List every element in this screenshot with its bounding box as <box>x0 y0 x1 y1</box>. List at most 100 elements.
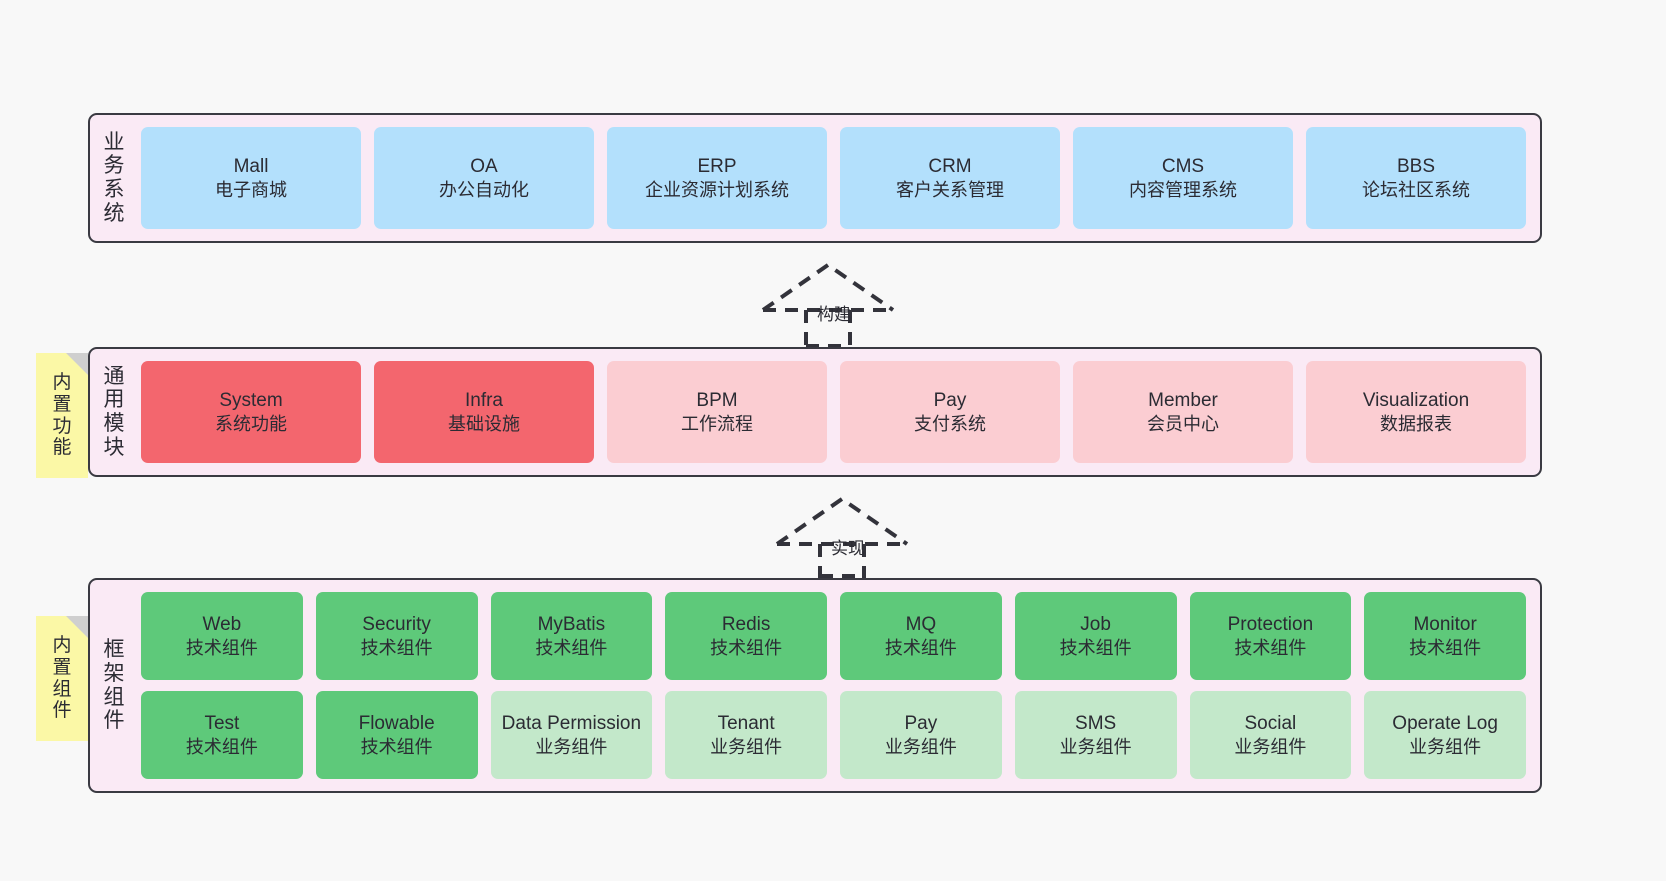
card-sms[interactable]: SMS 业务组件 <box>1014 691 1177 779</box>
card-subtitle: 内容管理系统 <box>1129 179 1237 200</box>
card-member[interactable]: Member 会员中心 <box>1073 361 1293 463</box>
card-title: BPM <box>696 389 738 411</box>
card-subtitle: 业务组件 <box>1234 736 1307 757</box>
card-erp[interactable]: ERP 企业资源计划系统 <box>607 127 827 229</box>
card-operate-log[interactable]: Operate Log 业务组件 <box>1364 691 1526 779</box>
card-title: Web <box>202 613 242 635</box>
card-title: Operate Log <box>1392 712 1498 734</box>
generalization-triangle-icon <box>761 262 895 312</box>
card-bbs[interactable]: BBS 论坛社区系统 <box>1306 127 1526 229</box>
layer-common-module-title: 通 用 模 块 <box>90 349 138 475</box>
card-web[interactable]: Web 技术组件 <box>141 592 303 680</box>
card-subtitle: 技术组件 <box>360 637 433 658</box>
business-card-list: Mall 电子商城 OA 办公自动化 ERP 企业资源计划系统 CRM 客户关系… <box>138 115 1540 241</box>
note-char: 功 <box>52 415 72 437</box>
note-char: 组 <box>52 678 72 700</box>
card-redis[interactable]: Redis 技术组件 <box>665 592 827 680</box>
card-subtitle: 技术组件 <box>1409 637 1482 658</box>
card-title: Monitor <box>1413 613 1477 635</box>
card-monitor[interactable]: Monitor 技术组件 <box>1364 592 1526 680</box>
card-subtitle: 办公自动化 <box>439 179 529 200</box>
card-pay-module[interactable]: Pay 支付系统 <box>840 361 1060 463</box>
card-subtitle: 技术组件 <box>710 637 783 658</box>
note-char: 置 <box>52 656 72 678</box>
card-subtitle: 工作流程 <box>681 413 753 434</box>
title-char: 框 <box>103 638 125 662</box>
card-visualization[interactable]: Visualization 数据报表 <box>1306 361 1526 463</box>
card-crm[interactable]: CRM 客户关系管理 <box>840 127 1060 229</box>
card-data-permission[interactable]: Data Permission 业务组件 <box>490 691 653 779</box>
card-title: Redis <box>721 613 771 635</box>
card-bpm[interactable]: BPM 工作流程 <box>607 361 827 463</box>
note-char: 内 <box>52 372 72 394</box>
title-char: 用 <box>103 388 125 412</box>
connector-implement-label: 实现 <box>831 539 865 558</box>
layer-common-module: 通 用 模 块 System 系统功能 Infra 基础设施 BPM 工作流程 … <box>88 347 1542 477</box>
framework-card-grid: Web 技术组件 Security 技术组件 MyBatis 技术组件 Redi… <box>138 580 1540 791</box>
card-subtitle: 技术组件 <box>185 637 258 658</box>
connector-build: 构建 <box>758 258 898 348</box>
layer-business-system-title: 业 务 系 统 <box>90 115 138 241</box>
card-system[interactable]: System 系统功能 <box>141 361 361 463</box>
layer-framework-component-title: 框 架 组 件 <box>90 580 138 791</box>
layer-framework-component: 框 架 组 件 Web 技术组件 Security 技术组件 MyBatis 技… <box>88 578 1542 793</box>
card-flowable[interactable]: Flowable 技术组件 <box>315 691 478 779</box>
card-subtitle: 技术组件 <box>1059 637 1132 658</box>
card-job[interactable]: Job 技术组件 <box>1014 592 1177 680</box>
card-subtitle: 支付系统 <box>914 413 986 434</box>
card-title: Infra <box>464 389 504 411</box>
title-char: 模 <box>103 412 125 435</box>
card-subtitle: 业务组件 <box>1059 736 1132 757</box>
title-char: 系 <box>103 178 125 201</box>
note-fold-corner-icon <box>66 353 88 375</box>
card-subtitle: 企业资源计划系统 <box>645 179 789 200</box>
card-mq[interactable]: MQ 技术组件 <box>840 592 1002 680</box>
card-title: BBS <box>1396 155 1436 177</box>
card-tenant[interactable]: Tenant 业务组件 <box>665 691 827 779</box>
connector-build-label: 构建 <box>817 305 851 324</box>
card-mybatis[interactable]: MyBatis 技术组件 <box>490 592 653 680</box>
card-oa[interactable]: OA 办公自动化 <box>374 127 594 229</box>
card-title: System <box>219 389 283 411</box>
card-subtitle: 业务组件 <box>884 736 957 757</box>
card-mall[interactable]: Mall 电子商城 <box>141 127 361 229</box>
card-title: SMS <box>1075 712 1117 734</box>
card-subtitle: 会员中心 <box>1147 413 1219 434</box>
card-subtitle: 业务组件 <box>710 736 783 757</box>
card-infra[interactable]: Infra 基础设施 <box>374 361 594 463</box>
title-char: 件 <box>103 709 125 733</box>
card-test[interactable]: Test 技术组件 <box>141 691 303 779</box>
card-subtitle: 技术组件 <box>1234 637 1307 658</box>
card-subtitle: 技术组件 <box>535 637 608 658</box>
card-title: Job <box>1080 613 1111 635</box>
card-title: Mall <box>233 155 269 177</box>
card-title: Visualization <box>1362 389 1470 411</box>
card-title: CRM <box>928 155 972 177</box>
note-builtin-components: 内 置 组 件 <box>36 616 88 741</box>
card-cms[interactable]: CMS 内容管理系统 <box>1073 127 1293 229</box>
card-title: Data Permission <box>501 712 642 734</box>
card-pay-component[interactable]: Pay 业务组件 <box>840 691 1002 779</box>
card-subtitle: 电子商城 <box>215 179 287 200</box>
title-char: 务 <box>103 154 125 178</box>
card-subtitle: 技术组件 <box>185 736 258 757</box>
card-subtitle: 系统功能 <box>215 413 287 434</box>
card-subtitle: 论坛社区系统 <box>1362 179 1470 200</box>
card-title: Flowable <box>358 712 435 734</box>
card-subtitle: 基础设施 <box>448 413 520 434</box>
card-subtitle: 客户关系管理 <box>896 179 1004 200</box>
card-subtitle: 业务组件 <box>535 736 608 757</box>
card-title: Pay <box>933 389 967 411</box>
title-char: 业 <box>103 130 125 154</box>
card-title: Security <box>362 613 431 635</box>
card-social[interactable]: Social 业务组件 <box>1189 691 1352 779</box>
card-title: Member <box>1148 389 1218 411</box>
card-title: MyBatis <box>537 613 606 635</box>
layer-business-system: 业 务 系 统 Mall 电子商城 OA 办公自动化 ERP 企业资源计划系统 … <box>88 113 1542 243</box>
card-security[interactable]: Security 技术组件 <box>315 592 478 680</box>
framework-row-business: Test 技术组件 Flowable 技术组件 Data Permission … <box>141 691 1526 779</box>
card-protection[interactable]: Protection 技术组件 <box>1189 592 1352 680</box>
title-char: 块 <box>103 435 125 459</box>
card-title: CMS <box>1161 155 1205 177</box>
